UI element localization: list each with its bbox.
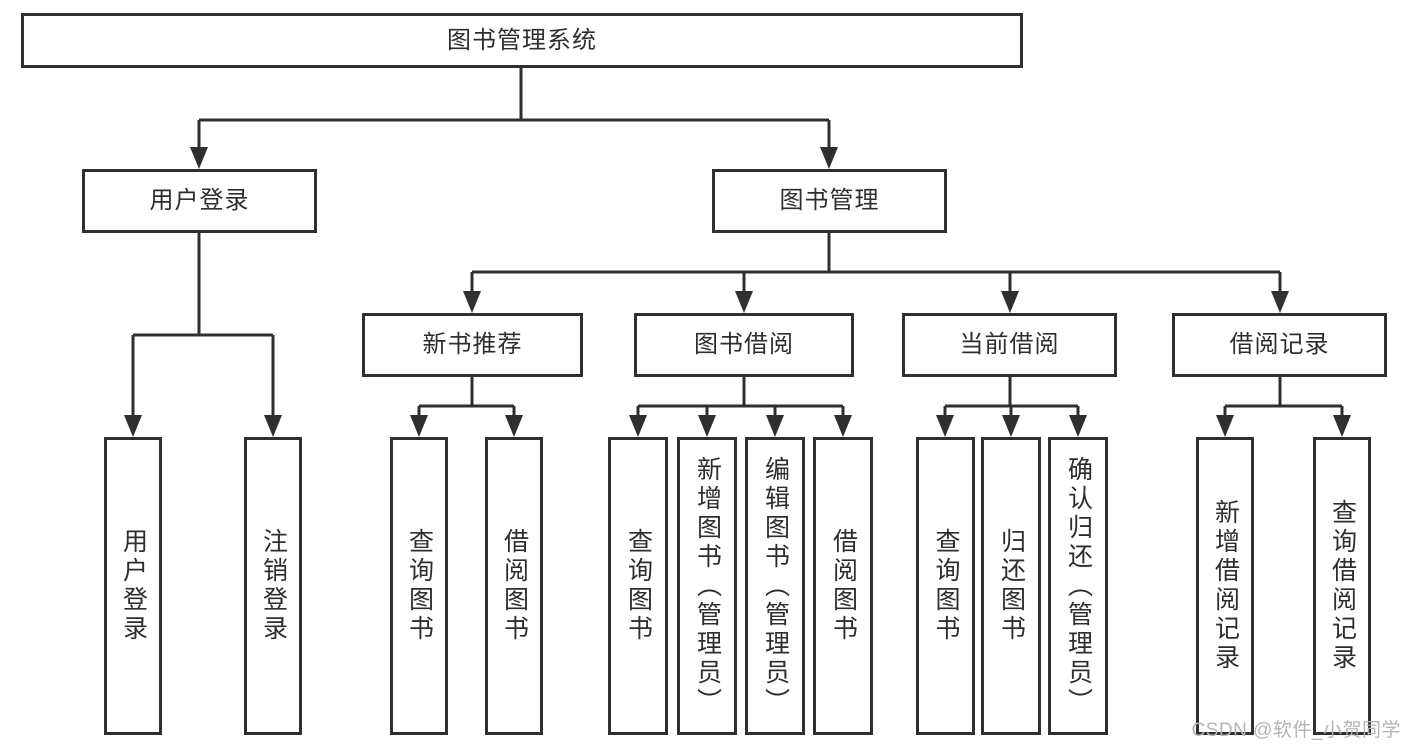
node-leaf-query-books-borrow-label: 查询图书 (624, 528, 653, 644)
node-leaf-query-borrow-record: 查询借阅记录 (1313, 437, 1371, 735)
node-leaf-return-books-label: 归还图书 (997, 528, 1026, 644)
node-book-borrowing-label: 图书借阅 (694, 331, 794, 358)
node-leaf-query-books-borrow: 查询图书 (608, 437, 668, 735)
node-leaf-query-books-recommend: 查询图书 (390, 437, 448, 735)
node-user-login: 用户登录 (82, 169, 317, 233)
node-leaf-add-borrow-record-label: 新增借阅记录 (1211, 499, 1240, 673)
node-leaf-borrow-books-recommend-label: 借阅图书 (500, 528, 529, 644)
node-leaf-edit-books-admin: 编辑图书（管理员） (745, 437, 805, 735)
node-leaf-borrow-books: 借阅图书 (813, 437, 873, 735)
connector-book-borrowing-split (629, 377, 852, 437)
node-leaf-query-books-current-label: 查询图书 (932, 528, 960, 644)
node-new-book-recommend-label: 新书推荐 (422, 331, 523, 358)
node-leaf-borrow-books-recommend: 借阅图书 (485, 437, 543, 735)
node-leaf-confirm-return-admin-label: 确认归还（管理员） (1064, 455, 1093, 717)
node-leaf-user-login: 用户登录 (104, 437, 162, 735)
node-root-label: 图书管理系统 (447, 26, 597, 54)
connector-borrow-records-split (1216, 377, 1351, 437)
node-leaf-logout: 注销登录 (244, 437, 302, 735)
node-leaf-borrow-books-label: 借阅图书 (829, 528, 858, 644)
connector-new-book-split (410, 377, 523, 437)
node-borrow-records-label: 借阅记录 (1229, 331, 1330, 358)
node-book-management-label: 图书管理 (779, 187, 880, 214)
node-leaf-query-books-current: 查询图书 (916, 437, 975, 735)
node-current-borrowing-label: 当前借阅 (959, 331, 1060, 358)
node-book-management: 图书管理 (712, 169, 947, 233)
node-leaf-query-borrow-record-label: 查询借阅记录 (1328, 499, 1357, 673)
node-user-login-label: 用户登录 (149, 187, 250, 214)
node-leaf-logout-label: 注销登录 (259, 528, 288, 644)
node-leaf-return-books: 归还图书 (981, 437, 1041, 735)
connector-root-split (190, 68, 838, 169)
node-leaf-confirm-return-admin: 确认归还（管理员） (1048, 437, 1108, 735)
node-book-borrowing: 图书借阅 (634, 313, 854, 377)
node-current-borrowing: 当前借阅 (902, 313, 1117, 377)
connector-user-login-split (124, 233, 282, 437)
node-new-book-recommend: 新书推荐 (362, 313, 583, 377)
node-leaf-add-books-admin-label: 新增图书（管理员） (693, 455, 722, 717)
connector-book-management-split (463, 233, 1289, 313)
node-leaf-add-books-admin: 新增图书（管理员） (677, 437, 737, 735)
csdn-watermark: CSDN @软件_小贺同学 (1191, 720, 1401, 741)
node-leaf-user-login-label: 用户登录 (119, 528, 148, 644)
connector-current-borrowing-split (936, 377, 1087, 437)
node-leaf-edit-books-admin-label: 编辑图书（管理员） (761, 455, 790, 717)
node-leaf-add-borrow-record: 新增借阅记录 (1196, 437, 1254, 735)
node-leaf-query-books-recommend-label: 查询图书 (405, 528, 434, 644)
node-root: 图书管理系统 (21, 13, 1023, 68)
node-borrow-records: 借阅记录 (1172, 313, 1387, 377)
